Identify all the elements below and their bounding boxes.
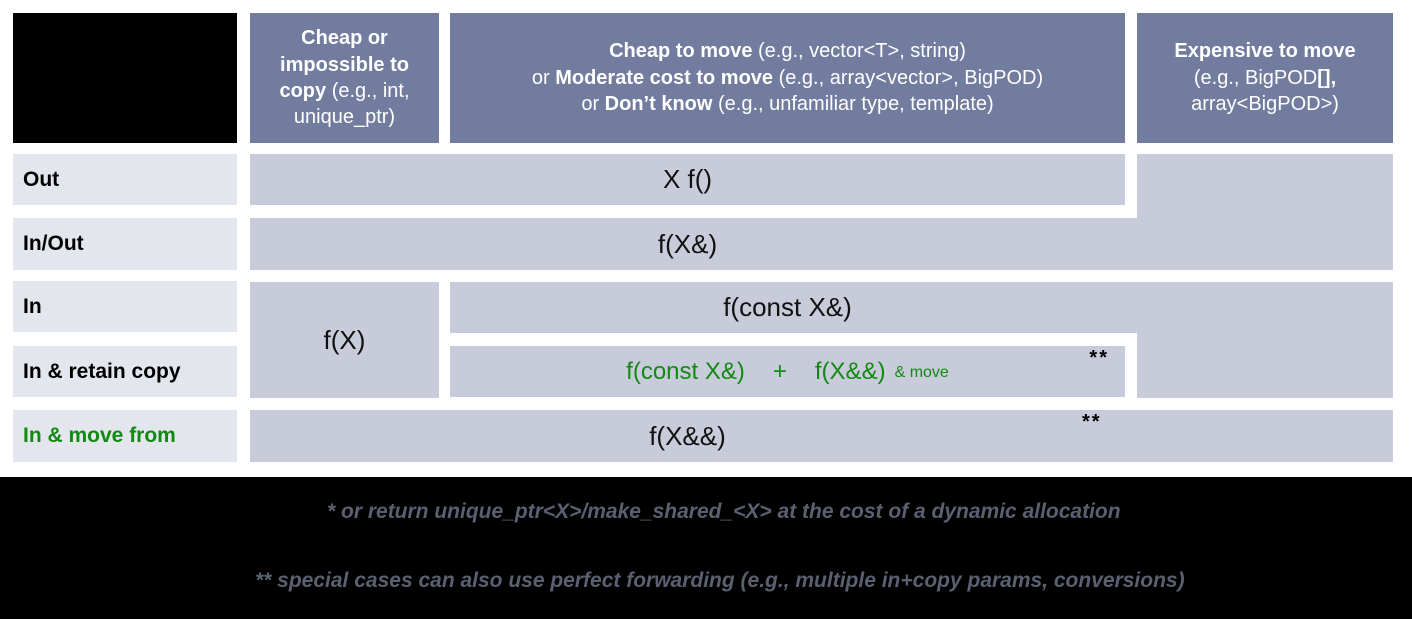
header-line: (e.g., BigPOD[],	[1137, 65, 1393, 91]
cell-in-move-from-rvalue-reference: f(X&&) **	[250, 410, 1393, 462]
row-header-label: In	[23, 294, 42, 318]
header-bold-text: Don’t know	[604, 93, 713, 116]
header-bold-text: Cheap to move	[609, 40, 753, 63]
header-bold-text: Cheap or impossible to copy	[279, 27, 409, 102]
cell-code-text: f(X&&)	[814, 357, 886, 385]
corner-black-box	[13, 13, 237, 143]
cell-text-wrap: f(const X&)	[450, 282, 1125, 333]
header-regular-text: (e.g., array<vector>, BigPOD)	[773, 66, 1044, 89]
cell-out-return-value: X f()	[250, 154, 1125, 205]
header-bold-text: [],	[1317, 66, 1337, 89]
row-header-label: Out	[23, 167, 60, 191]
header-line: Expensive to move	[1137, 38, 1393, 64]
cell-in-retain-copy-overloads: f(const X&) + f(X&&) & move **	[450, 346, 1125, 397]
header-bold-text: Expensive to move	[1174, 40, 1356, 63]
cell-text-wrap: f(X&)	[250, 218, 1125, 270]
cell-code-text: f(X&)	[657, 228, 718, 259]
cell-in-expensive-merge	[1137, 282, 1393, 398]
header-regular-text: or	[581, 93, 605, 116]
row-header-in-out: In/Out	[13, 218, 237, 270]
header-regular-text: (e.g., unfamiliar type, template)	[712, 93, 994, 116]
cell-in-by-value: f(X)	[250, 282, 439, 398]
header-text: Cheap or impossible to copy (e.g., int, …	[258, 25, 431, 131]
row-header-out: Out	[13, 154, 237, 205]
row-header-label: In & retain copy	[23, 359, 181, 383]
double-asterisk-marker: **	[1089, 347, 1109, 369]
row-header-in-move-from: In & move from	[13, 410, 237, 462]
cell-inout-reference: f(X&)	[250, 218, 1393, 270]
column-header-cheap-to-move: Cheap to move (e.g., vector<T>, string) …	[450, 13, 1125, 143]
row-header-label: In & move from	[23, 424, 176, 447]
footer-black-band: * or return unique_ptr<X>/make_shared_<X…	[0, 477, 1412, 619]
header-regular-text: array<BigPOD>)	[1191, 93, 1339, 116]
header-regular-text: or	[531, 66, 556, 89]
row-header-in-retain-copy: In & retain copy	[13, 346, 237, 397]
header-line: or Don’t know (e.g., unfamiliar type, te…	[450, 91, 1125, 117]
column-header-expensive-to-move: Expensive to move (e.g., BigPOD[], array…	[1137, 13, 1393, 143]
cell-code-text: X f()	[662, 164, 713, 194]
cell-text-wrap: f(X&&)	[250, 410, 1125, 462]
cell-text-wrap: f(const X&) + f(X&&) & move	[450, 346, 1125, 397]
double-asterisk-marker: **	[1082, 411, 1102, 433]
header-regular-text: (e.g., int, unique_ptr)	[293, 80, 410, 129]
header-bold-text: Moderate cost to move	[555, 66, 774, 89]
header-regular-text: (e.g., BigPOD	[1193, 66, 1318, 89]
cell-code-text: f(const X&)	[626, 357, 745, 385]
footnote-single-asterisk: * or return unique_ptr<X>/make_shared_<X…	[327, 500, 1121, 523]
header-line: Cheap to move (e.g., vector<T>, string)	[450, 38, 1125, 64]
row-header-label: In/Out	[23, 232, 84, 255]
row-header-in: In	[13, 281, 237, 332]
plus-separator: +	[772, 357, 787, 385]
column-header-cheap-or-impossible-to-copy: Cheap or impossible to copy (e.g., int, …	[250, 13, 439, 143]
header-line: or Moderate cost to move (e.g., array<ve…	[450, 65, 1125, 91]
footnote-double-asterisk: ** special cases can also use perfect fo…	[255, 569, 1185, 592]
and-move-note: & move	[894, 364, 949, 381]
header-regular-text: (e.g., vector<T>, string)	[752, 40, 966, 63]
cell-code-text: f(X)	[323, 324, 366, 355]
cell-code-text: f(X&&)	[649, 420, 726, 451]
cell-code-text: f(const X&)	[723, 292, 852, 322]
header-line: array<BigPOD>)	[1137, 91, 1393, 117]
